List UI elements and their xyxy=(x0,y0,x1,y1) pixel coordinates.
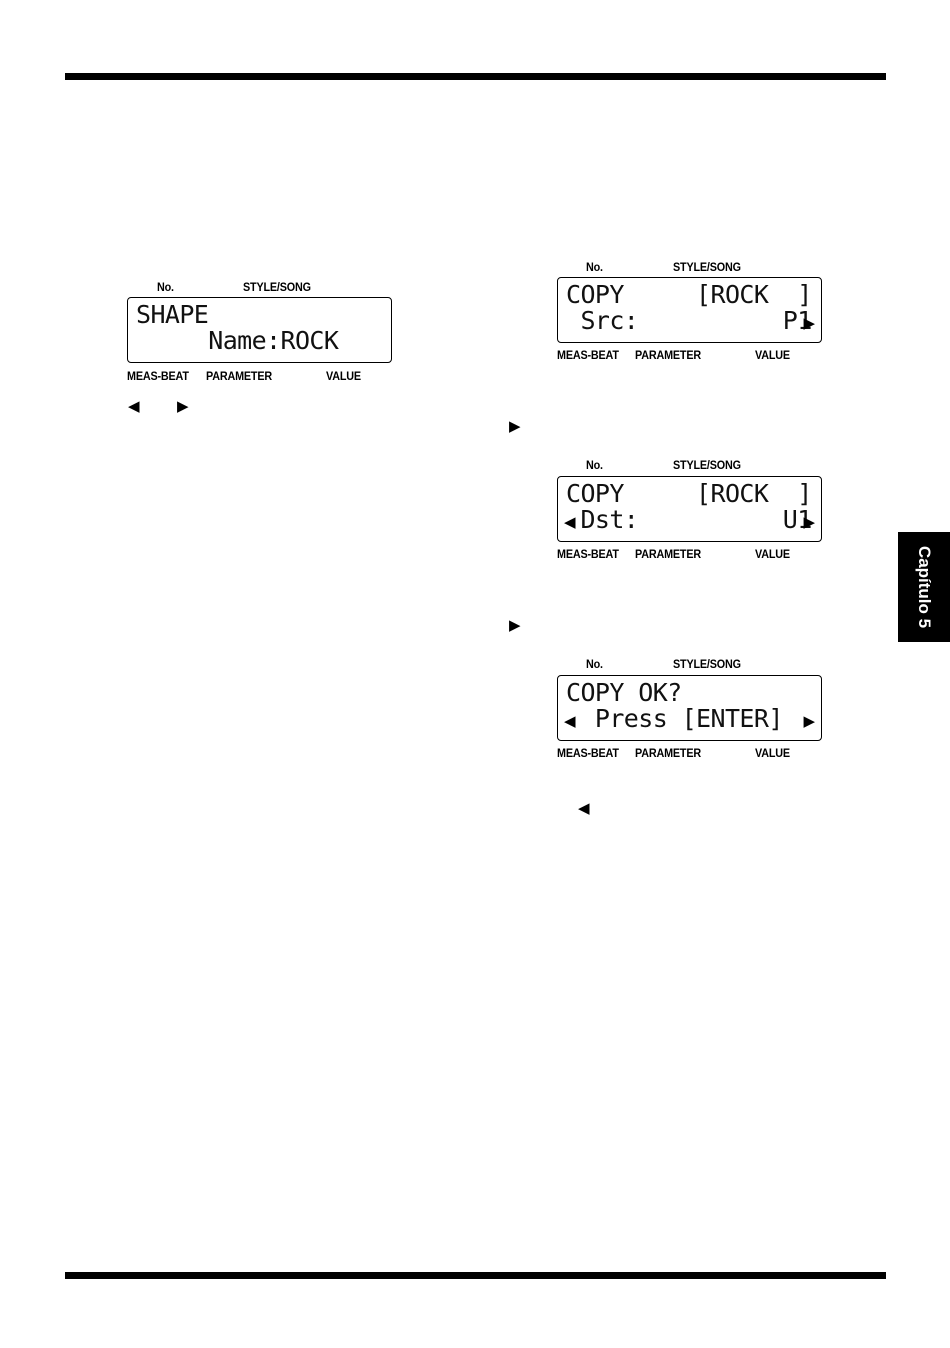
meas-beat-label: MEAS-BEAT xyxy=(127,369,189,383)
value-label: VALUE xyxy=(755,547,790,561)
cursor-right-icon: ▶ xyxy=(177,397,189,415)
value-label: VALUE xyxy=(326,369,361,383)
parameter-label: PARAMETER xyxy=(635,547,701,561)
style-song-label: STYLE/SONG xyxy=(673,458,741,472)
no-label: No. xyxy=(157,280,174,294)
style-song-label: STYLE/SONG xyxy=(673,260,741,274)
lcd-left-arrow-icon: ◀ xyxy=(564,513,576,531)
value-label: VALUE xyxy=(755,746,790,760)
lcd-right-arrow-icon: ▶ xyxy=(803,712,815,730)
no-label: No. xyxy=(586,657,603,671)
meas-beat-label: MEAS-BEAT xyxy=(557,547,619,561)
lcd-right-arrow-icon: ▶ xyxy=(803,314,815,332)
cursor-right-icon: ▶ xyxy=(509,417,521,435)
lcd-left-arrow-icon: ◀ xyxy=(564,712,576,730)
chapter-tab-label: Capítulo 5 xyxy=(915,545,935,629)
lcd-line-1: COPY [ROCK ] xyxy=(566,479,812,508)
value-label: VALUE xyxy=(755,348,790,362)
meas-beat-label: MEAS-BEAT xyxy=(557,746,619,760)
lcd-line-2: Dst: U1 xyxy=(566,505,812,534)
lcd-screen: COPY [ROCK ] Dst: U1 ◀ ▶ xyxy=(557,476,822,542)
lcd-screen: COPY [ROCK ] Src: P1 ▶ xyxy=(557,277,822,343)
parameter-label: PARAMETER xyxy=(635,348,701,362)
meas-beat-label: MEAS-BEAT xyxy=(557,348,619,362)
lcd-line-1: SHAPE xyxy=(136,300,209,329)
lcd-line-2: Name:ROCK xyxy=(136,326,339,355)
lcd-line-1: COPY [ROCK ] xyxy=(566,280,812,309)
parameter-label: PARAMETER xyxy=(206,369,272,383)
lcd-right-arrow-icon: ▶ xyxy=(803,513,815,531)
cursor-left-icon: ◀ xyxy=(128,397,140,415)
style-song-label: STYLE/SONG xyxy=(243,280,311,294)
no-label: No. xyxy=(586,260,603,274)
lcd-line-1: COPY OK? xyxy=(566,678,682,707)
lcd-line-2: Src: P1 xyxy=(566,306,812,335)
style-song-label: STYLE/SONG xyxy=(673,657,741,671)
lcd-screen: SHAPE Name:ROCK xyxy=(127,297,392,363)
chapter-tab: Capítulo 5 xyxy=(898,532,950,642)
bottom-rule xyxy=(65,1272,886,1279)
no-label: No. xyxy=(586,458,603,472)
lcd-screen: COPY OK? Press [ENTER] ◀ ▶ xyxy=(557,675,822,741)
cursor-left-icon: ◀ xyxy=(578,799,590,817)
lcd-line-2: Press [ENTER] xyxy=(566,704,783,733)
cursor-right-icon: ▶ xyxy=(509,616,521,634)
top-rule xyxy=(65,73,886,80)
parameter-label: PARAMETER xyxy=(635,746,701,760)
